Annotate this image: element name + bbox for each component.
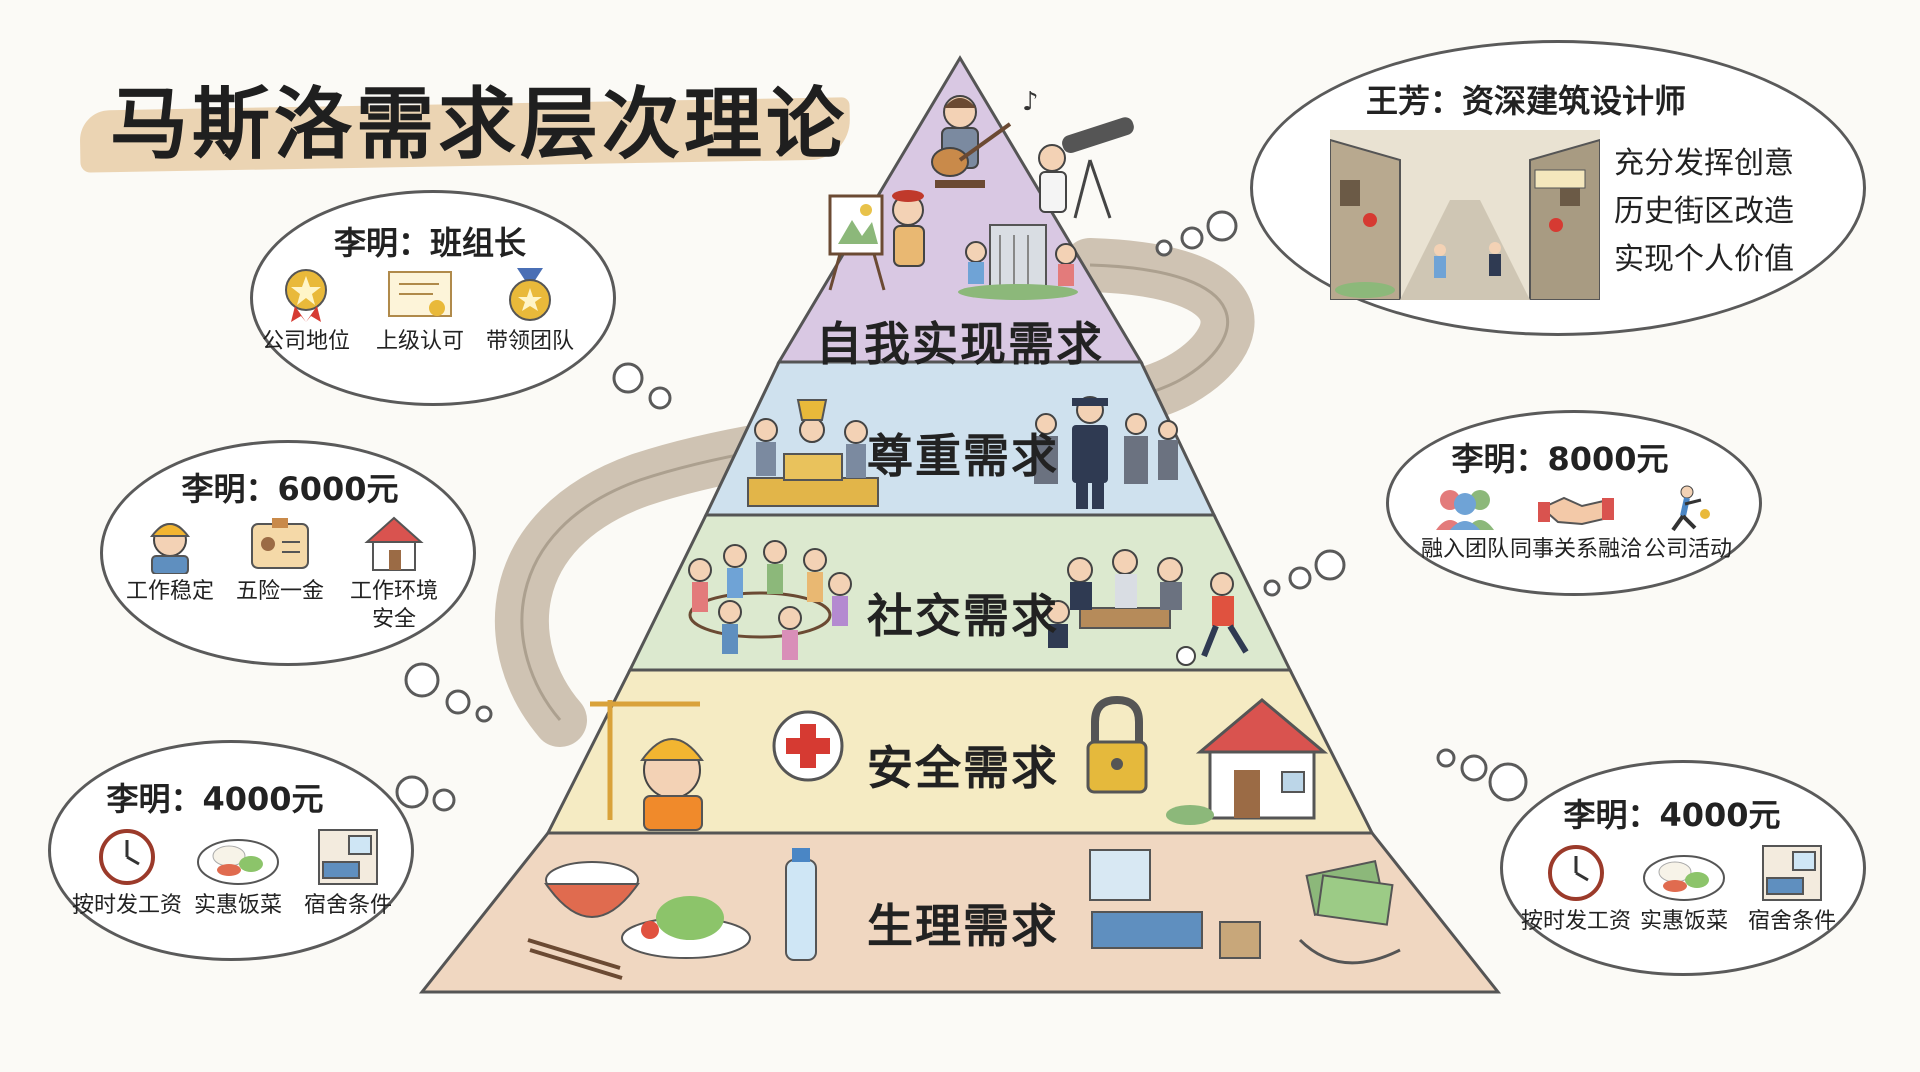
cloud-salary-4000-left-item-dorm: 宿舍条件 [304,826,392,920]
guitarist-illustration [931,95,1012,188]
layer-label-esteem: 尊重需求 [867,429,1059,483]
painter-illustration [828,190,925,291]
cloud-salary-8000-item-relations: 同事关系融洽 [1510,484,1642,564]
meal-plate-icon [1642,855,1725,901]
football-player-illustration [1176,572,1249,666]
cloud-salary-8000-title: 李明：8000元 [1451,440,1669,478]
page-title: 马斯洛需求层次理论 [110,80,849,170]
cloud-salary-4000-left-title: 李明：4000元 [106,780,324,818]
cloud-salary-6000-title: 李明：6000元 [181,470,399,508]
thought-bubbles [395,210,1528,812]
vegetable-plate-illustration [621,896,751,959]
layer-label-social: 社交需求 [867,589,1059,643]
cloud-salary-8000-item-join-team: 融入团队 [1421,484,1509,564]
construction-worker-illustration [590,700,704,831]
cloud-wangfang-lines: 充分发挥创意 历史街区改造 实现个人价值 [1614,140,1794,284]
cloud-salary-6000-item-safe-environment: 工作环境 安全 [350,512,438,633]
clock-icon [98,829,155,885]
cloud-salary-4000-right-title: 李明：4000元 [1563,796,1781,834]
historic-street-illustration [1330,130,1600,300]
layer-label-physiological: 生理需求 [867,899,1059,953]
money-in-hands-illustration [1298,859,1401,965]
music-note-icon: ♪ [1022,87,1039,117]
padlock-icon [1086,695,1148,794]
water-bottle-illustration [785,848,817,961]
wangfang-line-renovation: 历史街区改造 [1614,194,1794,229]
cloud-leader-item-recognition: 上级认可 [376,266,464,356]
team-meeting-illustration [1046,549,1183,648]
trophy-podium-illustration [747,399,879,507]
layer-label-safety: 安全需求 [867,741,1059,795]
handshake-icon [1537,496,1614,526]
worker-icon [149,523,190,574]
cloud-salary-4000-right-item-dorm: 宿舍条件 [1748,842,1836,936]
cloud-salary-6000-item-insurance: 五险一金 [236,512,324,606]
first-aid-icon [772,710,844,782]
id-card-icon [250,518,309,569]
dorm-bed-illustration [1089,849,1261,959]
house-icon [364,516,424,571]
cloud-leader-item-status: 公司地位 [262,266,350,356]
sports-icon [1671,485,1710,532]
certificate-icon [387,271,452,317]
wangfang-line-creativity: 充分发挥创意 [1614,146,1794,181]
team-icon [1435,490,1494,530]
medal-star-icon [284,269,327,322]
rice-bowl-illustration [527,861,640,980]
cloud-leader-title: 李明：班组长 [333,224,527,262]
dorm-room-icon [317,829,378,885]
telescope-illustration [1038,117,1134,219]
uniformed-staff-illustration [1034,396,1178,509]
cloud-salary-4000-left-item-meals: 实惠饭菜 [194,826,282,920]
cloud-salary-4000-right-item-meals: 实惠饭菜 [1640,842,1728,936]
clock-icon [1547,845,1604,901]
medal-icon [508,268,551,321]
wangfang-line-value: 实现个人价值 [1614,242,1794,277]
cloud-salary-8000-item-activities: 公司活动 [1644,484,1732,564]
house-illustration [1166,698,1329,825]
layer-label-self-actualization: 自我实现需求 [816,317,1104,371]
cloud-salary-4000-right-item-pay: 按时发工资 [1521,842,1631,936]
cloud-leader-item-lead-team: 带领团队 [486,266,574,356]
meal-plate-icon [196,839,279,885]
cloud-salary-4000-left-item-pay: 按时发工资 [72,826,182,920]
dorm-room-icon [1761,845,1822,901]
cloud-wangfang-title: 王芳：资深建筑设计师 [1365,82,1687,120]
title-banner: 马斯洛需求层次理论 [79,62,851,173]
people-circle-illustration [688,540,852,660]
building-illustration [958,224,1078,300]
children-illustration [965,241,1077,286]
cloud-salary-6000-item-stable-job: 工作稳定 [126,512,214,606]
